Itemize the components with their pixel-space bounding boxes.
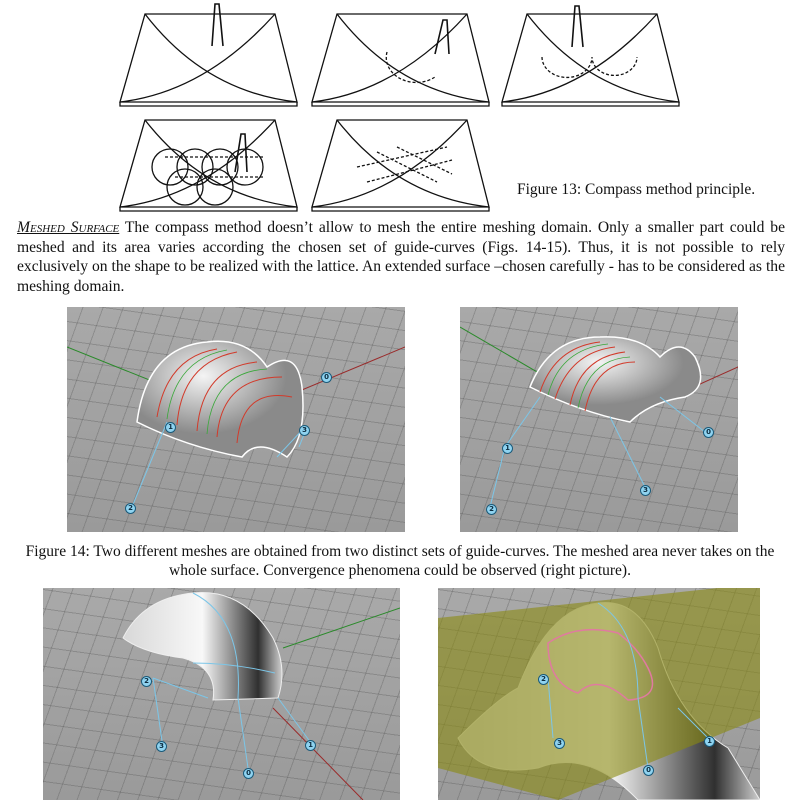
body-paragraph: Meshed Surface The compass method doesn’… [17, 218, 785, 296]
figure-14-caption: Figure 14: Two different meshes are obta… [25, 543, 775, 579]
guide-point-1: 1 [165, 422, 176, 433]
guide-point-0: 0 [643, 765, 654, 776]
paragraph-text: The compass method doesn’t allow to mesh… [17, 219, 785, 295]
guide-point-1: 1 [305, 740, 316, 751]
figure-13-caption: Figure 13: Compass method principle. [517, 181, 756, 198]
guide-point-2: 2 [125, 503, 136, 514]
figure-15-left-render: 0 1 2 3 [43, 588, 400, 800]
guide-point-2: 2 [486, 504, 497, 515]
compass-sketch-3 [501, 5, 680, 107]
guide-point-3: 3 [640, 485, 651, 496]
compass-sketch-1 [119, 3, 298, 107]
figure-14-left-render: 0 1 2 3 [67, 307, 405, 532]
figure-15-right-render: 0 1 2 3 [438, 588, 760, 800]
guide-point-3: 3 [156, 741, 167, 752]
guide-point-3: 3 [554, 738, 565, 749]
guide-point-2: 2 [538, 674, 549, 685]
compass-sketch-4 [119, 119, 298, 212]
guide-point-1: 1 [704, 736, 715, 747]
section-heading: Meshed Surface [17, 219, 120, 236]
compass-sketch-2 [311, 13, 490, 107]
guide-point-0: 0 [321, 372, 332, 383]
guide-point-0: 0 [243, 768, 254, 779]
figure-14-right-render: 0 1 2 3 [460, 307, 738, 532]
guide-point-1: 1 [502, 443, 513, 454]
guide-point-3: 3 [299, 425, 310, 436]
guide-point-2: 2 [141, 676, 152, 687]
guide-point-0: 0 [703, 427, 714, 438]
compass-sketch-5 [311, 119, 490, 212]
